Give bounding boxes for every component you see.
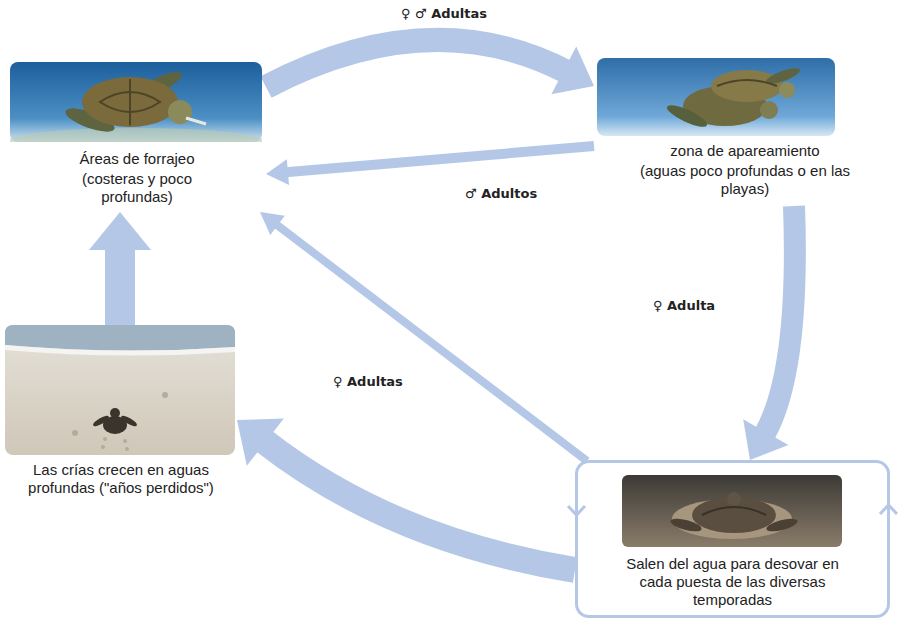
photo-detail bbox=[82, 77, 178, 127]
nesting-node: Salen del agua para desovar en cada pues… bbox=[575, 460, 890, 618]
photo-detail bbox=[5, 325, 235, 455]
edge-label: ♀ ♂ Adultas bbox=[398, 6, 490, 23]
photo-detail bbox=[162, 392, 168, 398]
nesting-photo bbox=[622, 475, 842, 547]
photo-detail bbox=[622, 475, 842, 547]
foraging-area-node: Áreas de forrajeo (costeras y poco profun… bbox=[8, 62, 266, 212]
photo-detail bbox=[72, 430, 78, 436]
mating-zone-node: zona de apareamiento (aguas poco profunda… bbox=[594, 58, 896, 204]
photo-detail bbox=[103, 437, 107, 441]
photo-detail bbox=[110, 408, 120, 418]
photo-detail bbox=[168, 100, 192, 124]
stage-caption: zona de apareamiento bbox=[600, 142, 890, 160]
photo-detail bbox=[669, 516, 702, 534]
arrow-head bbox=[743, 419, 788, 460]
photo-detail bbox=[665, 101, 710, 130]
arrow-head bbox=[260, 212, 285, 235]
arrow-head bbox=[237, 419, 284, 466]
stage-note: (costeras y poco profundas) bbox=[55, 170, 220, 206]
caption-group: zona de apareamiento (aguas poco profunda… bbox=[594, 58, 896, 198]
arrow-shaft bbox=[764, 206, 795, 435]
edge-label: ♂ Adultos bbox=[462, 186, 540, 203]
edge-label: ♀ Adulta bbox=[650, 298, 718, 315]
stage-caption: Áreas de forrajeo bbox=[17, 150, 257, 168]
arrow-shaft bbox=[266, 40, 567, 87]
photo-detail bbox=[129, 79, 131, 125]
photo-detail bbox=[5, 345, 235, 356]
photo-detail bbox=[597, 58, 835, 136]
flow-arrow bbox=[266, 40, 594, 94]
caption-group: Las crías crecen en aguas profundas ("añ… bbox=[5, 325, 237, 497]
flow-arrow bbox=[260, 212, 587, 461]
flow-arrow bbox=[237, 419, 575, 570]
photo-detail bbox=[5, 325, 235, 351]
arrow-shaft bbox=[276, 224, 587, 461]
stage-note: (aguas poco profundas o en las playas) bbox=[638, 162, 853, 198]
stage-caption: Las crías crecen en aguas profundas ("añ… bbox=[6, 461, 236, 497]
photo-detail bbox=[727, 492, 741, 506]
caption-group: Áreas de forrajeo (costeras y poco profun… bbox=[8, 62, 266, 206]
photo-detail bbox=[10, 128, 262, 142]
mating-photo bbox=[597, 58, 835, 136]
stage-caption: Salen del agua para desovar en cada pues… bbox=[620, 555, 845, 609]
photo-detail bbox=[123, 439, 127, 443]
flow-arrow bbox=[89, 212, 151, 325]
photo-detail bbox=[72, 392, 168, 451]
arrow-shaft bbox=[286, 146, 594, 172]
arrow-head bbox=[89, 212, 151, 250]
photo-detail bbox=[120, 414, 139, 428]
arrow-head bbox=[551, 46, 594, 94]
photo-detail bbox=[760, 101, 778, 119]
hatchling-photo bbox=[5, 325, 235, 455]
flow-arrow bbox=[266, 146, 594, 185]
photo-detail bbox=[101, 445, 105, 449]
foraging-photo bbox=[10, 62, 262, 142]
arrow-shaft bbox=[262, 440, 575, 570]
photo-detail bbox=[779, 82, 795, 98]
edge-label: ♀ Adultas bbox=[330, 374, 406, 391]
photo-detail bbox=[765, 516, 798, 534]
caption-group: Salen del agua para desovar en cada pues… bbox=[578, 463, 887, 609]
arrow-head bbox=[266, 159, 289, 185]
photo-detail bbox=[186, 118, 206, 124]
photo-detail bbox=[702, 507, 766, 515]
photo-detail bbox=[711, 70, 783, 102]
photo-detail bbox=[92, 414, 111, 428]
hatchling-node: Las crías crecen en aguas profundas ("añ… bbox=[5, 325, 237, 501]
photo-detail bbox=[717, 80, 777, 86]
photo-detail bbox=[125, 447, 129, 451]
flow-arrow bbox=[743, 206, 795, 460]
arrow-shaft bbox=[105, 246, 135, 325]
